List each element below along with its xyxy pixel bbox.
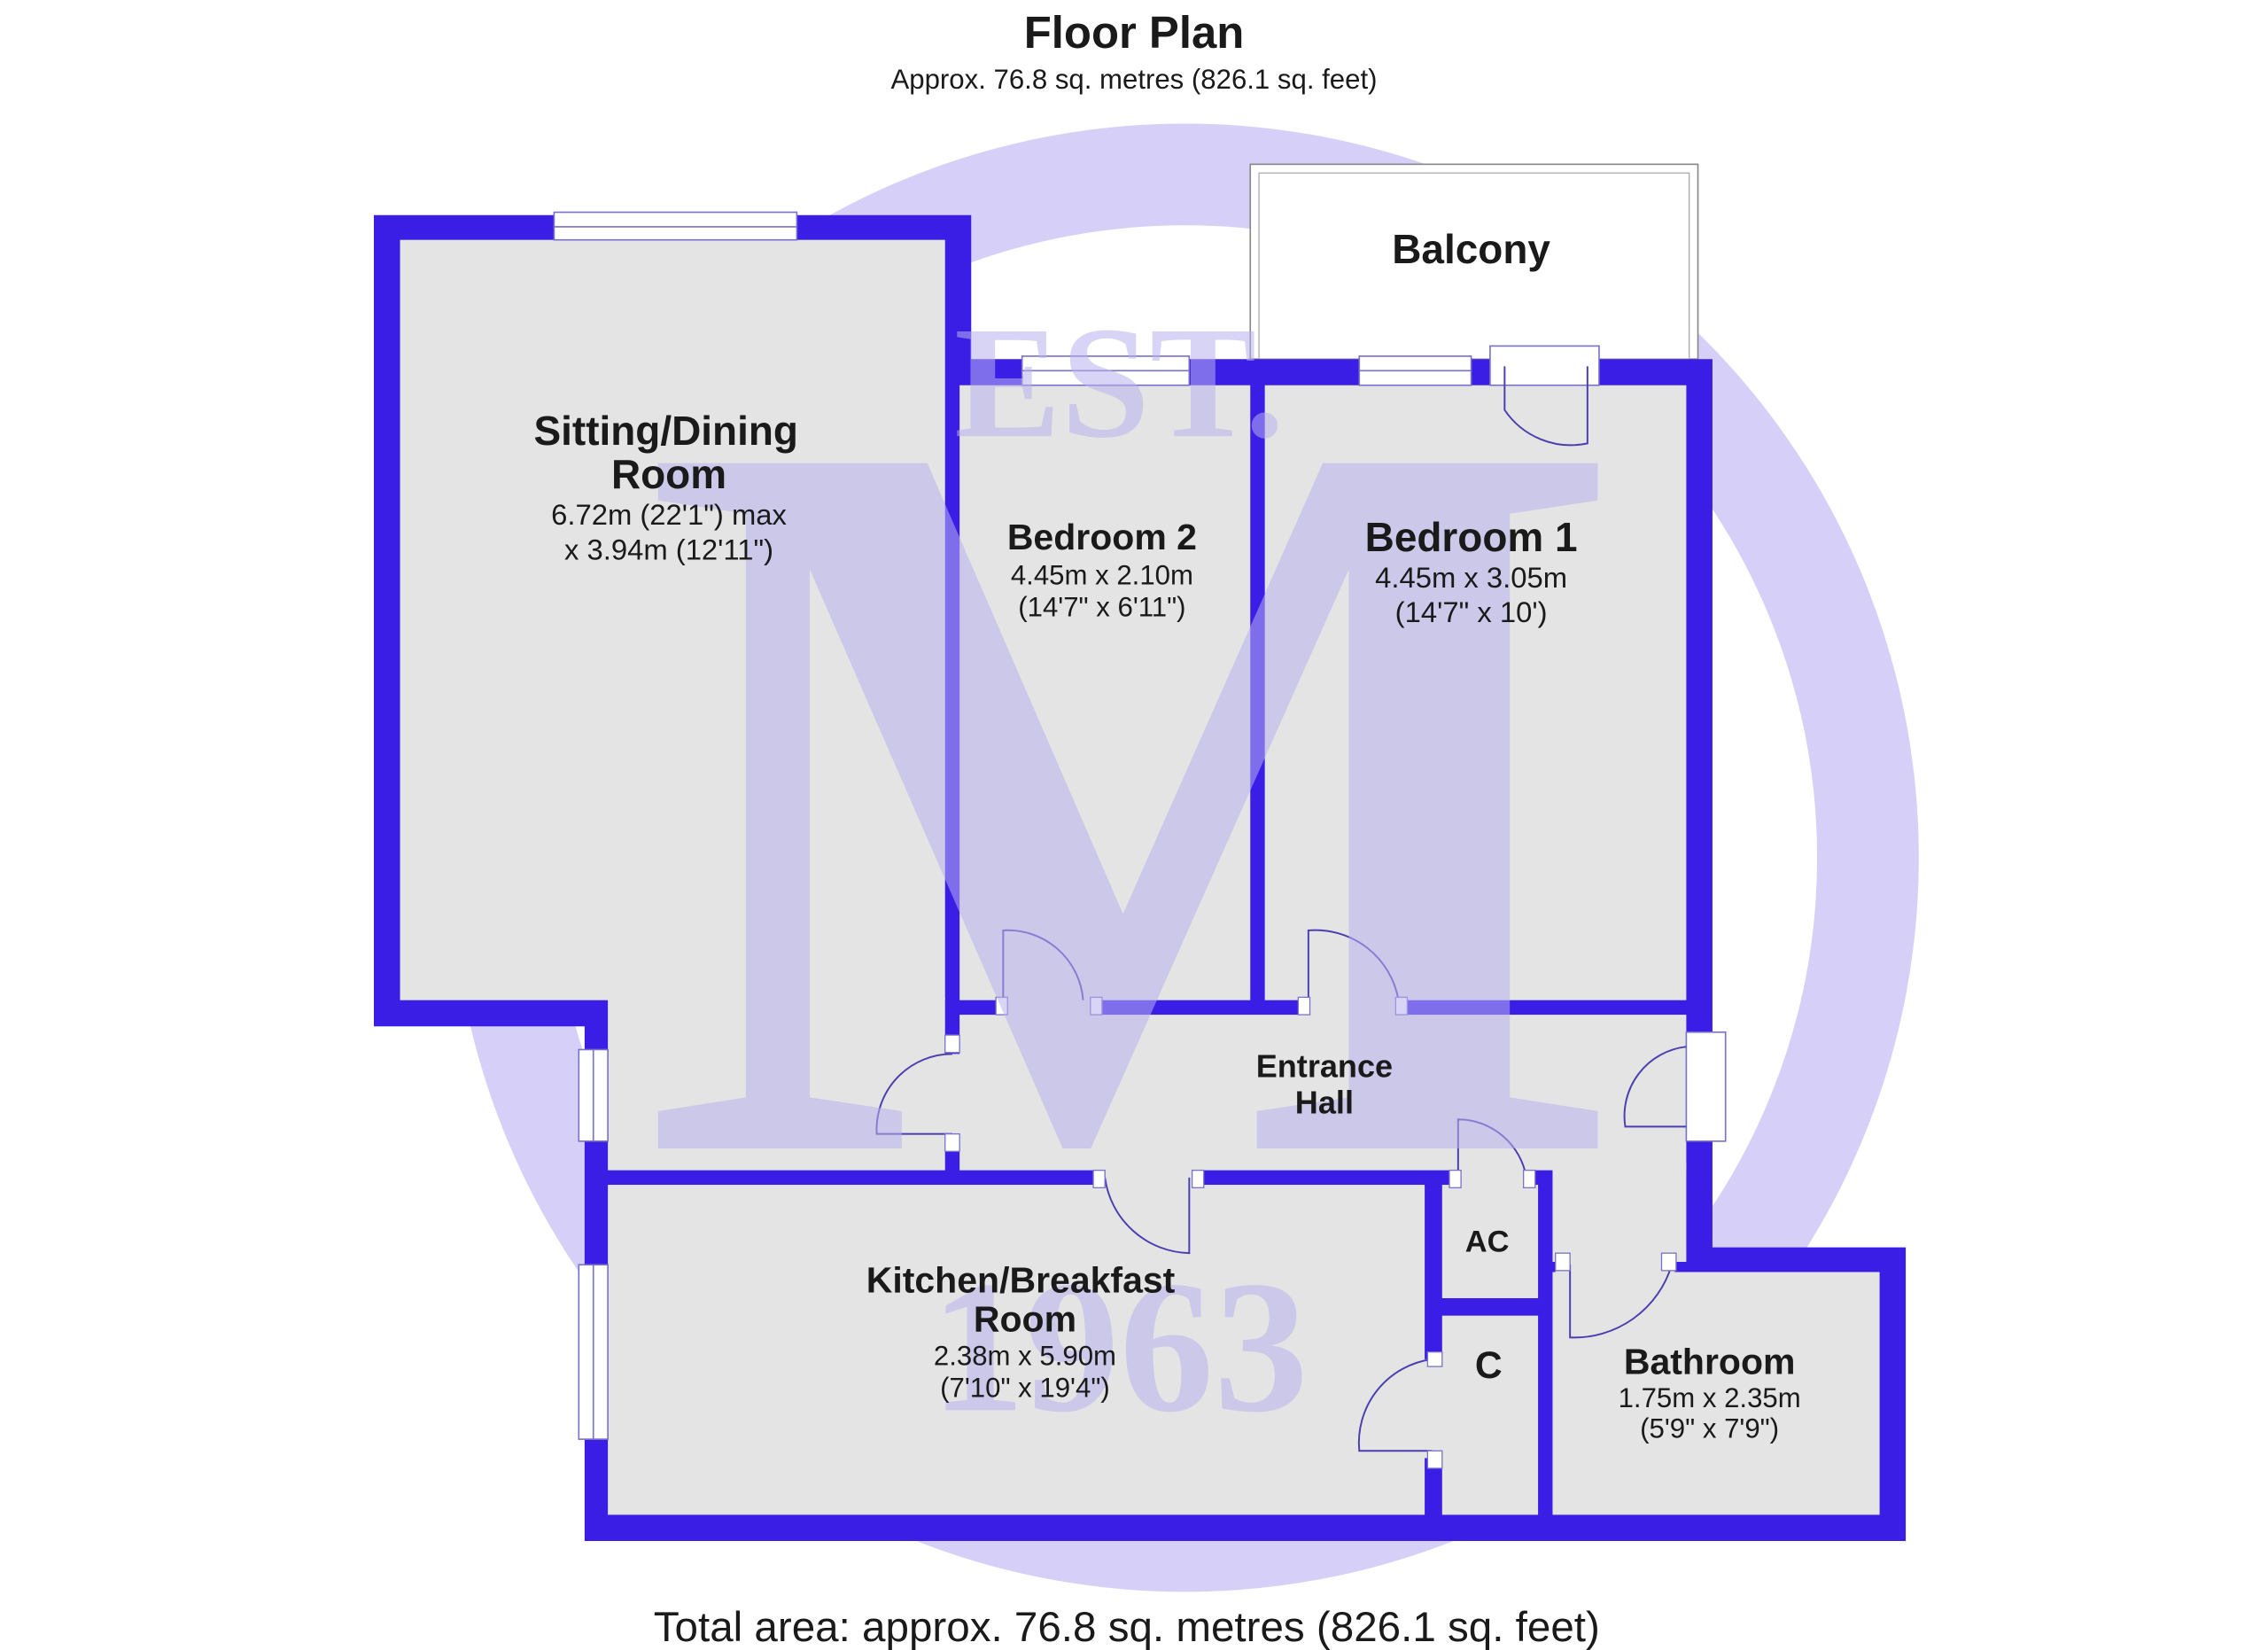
room-label-cupboard: C [1475,1344,1503,1387]
room-dimensions: (5'9" x 7'9") [1640,1413,1779,1444]
windows [553,211,1727,1440]
room-name: Kitchen/Breakfast [866,1259,1176,1300]
sitting-room-floor [400,239,945,1000]
room-dimensions: 6.72m (22'1") max [551,498,787,531]
total-area: Total area: approx. 76.8 sq. metres (826… [654,1604,1600,1650]
watermark-logo: M EST. 1963 [641,216,1628,1452]
bathroom-floor [1552,1272,1880,1515]
room-dimensions: (14'7" x 10') [1395,595,1548,628]
ac-floor [1441,1185,1539,1298]
floors [400,239,1880,1515]
room-name: Sitting/Dining [534,408,798,454]
room-label-hall: Entrance Hall [1256,1048,1393,1121]
balcony-outline [1249,163,1699,361]
watermark-year: 1963 [930,1242,1309,1452]
kitchen-floor [608,1185,1425,1515]
room-label-balcony: Balcony [1392,226,1550,272]
room-label-ac: AC [1465,1225,1510,1258]
doors [875,366,1687,1469]
room-name: Entrance [1256,1048,1393,1085]
watermark-letter: M [641,216,1628,1375]
room-name: Bedroom 2 [1007,517,1197,557]
room-dimensions: 1.75m x 2.35m [1619,1382,1801,1413]
room-label-bathroom: Bathroom 1.75m x 2.35m (5'9" x 7'9") [1619,1341,1801,1444]
room-name: Room [974,1299,1076,1340]
room-dimensions: 4.45m x 2.10m [1011,559,1193,590]
room-name: Hall [1295,1085,1354,1121]
page-title: Floor Plan [1024,7,1245,58]
room-dimensions: 4.45m x 3.05m [1375,561,1567,594]
room-label-sitting: Sitting/Dining Room 6.72m (22'1") max x … [534,408,798,566]
room-label-kitchen: Kitchen/Breakfast Room 2.38m x 5.90m (7'… [866,1259,1176,1403]
cupboard-floor [1441,1315,1539,1515]
watermark-est: EST. [954,294,1285,471]
room-dimensions: (14'7" x 6'11") [1018,592,1185,623]
room-name: Room [611,451,726,497]
room-label-bedroom1: Bedroom 1 4.45m x 3.05m (14'7" x 10') [1365,514,1578,628]
bedroom1-floor [1264,385,1687,1000]
room-dimensions: 2.38m x 5.90m [934,1340,1116,1371]
bedroom2-floor [959,385,1251,1000]
room-name: Bedroom 1 [1365,514,1578,560]
room-name: Bathroom [1624,1341,1796,1381]
room-dimensions: x 3.94m (12'11") [564,533,773,566]
hall-floor [959,1015,1687,1171]
room-dimensions: (7'10" x 19'4") [940,1373,1110,1404]
room-label-bedroom2: Bedroom 2 4.45m x 2.10m (14'7" x 6'11") [1007,517,1197,622]
page-subtitle: Approx. 76.8 sq. metres (826.1 sq. feet) [891,64,1378,95]
